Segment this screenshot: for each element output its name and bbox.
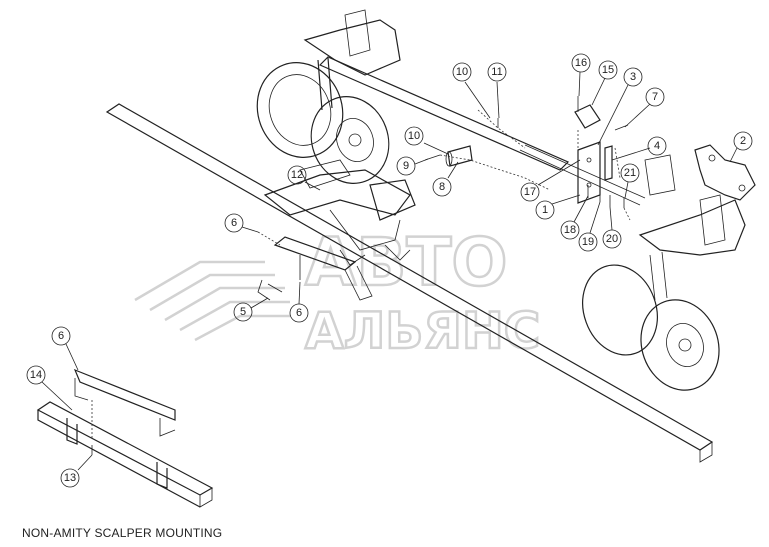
inset-non-amity-mounting [36,368,214,508]
svg-text:1: 1 [542,204,548,216]
watermark-logo: АВТО АЛЬЯНС [134,223,542,361]
part-4-bar [604,145,613,181]
rear-cross-tube [318,56,646,206]
callout-1: 1 [535,194,581,220]
main-toolbar-tube [105,103,714,463]
callout-12: 12 [287,165,321,191]
part-15-clamp [574,96,601,129]
svg-text:10: 10 [456,66,468,78]
svg-text:8: 8 [439,181,445,193]
callout-7: 7 [624,87,665,128]
tire-left-rear [256,62,344,158]
svg-text:2: 2 [740,135,746,147]
wheel-assembly-right [582,154,746,391]
tire-right-rear [582,264,658,356]
svg-text:4: 4 [654,140,660,152]
wheel-bracket-left [303,19,401,76]
callouts: 10 11 16 15 3 7 2 [26,53,753,488]
callout-6-inset: 6 [51,326,79,371]
svg-text:5: 5 [240,306,246,318]
callout-14: 14 [26,365,73,411]
svg-text:20: 20 [606,233,618,245]
callout-9: 9 [396,156,429,176]
svg-text:6: 6 [58,330,64,342]
svg-text:9: 9 [403,160,409,172]
callout-8: 8 [432,161,459,197]
part-2-plate [694,144,756,201]
part-8-pin [445,145,473,167]
assembly-guide-lines [257,109,631,246]
wheel-bracket-right [638,199,746,256]
svg-text:7: 7 [652,91,658,103]
tire-left-front [310,96,390,184]
callout-6-upper: 6 [224,213,259,233]
svg-text:13: 13 [64,472,76,484]
callout-17: 17 [520,159,581,202]
callout-5: 5 [233,297,269,322]
callout-18: 18 [560,195,589,240]
svg-text:6: 6 [231,217,237,229]
scalper-mount-bracket [257,236,373,301]
callout-19: 19 [578,201,601,252]
inset-bracket [73,368,176,421]
inset-clamp-right [156,462,168,489]
watermark-line1: АВТО [305,224,508,301]
callout-15: 15 [591,60,618,106]
callout-10-mid: 10 [404,126,449,155]
tire-right-front [640,299,720,391]
svg-text:3: 3 [630,71,636,83]
callout-11: 11 [487,62,507,119]
svg-text:6: 6 [296,307,302,319]
part-17-plate [577,141,601,204]
svg-text:10: 10 [408,130,420,142]
svg-text:15: 15 [602,64,614,76]
svg-text:12: 12 [291,169,303,181]
svg-text:16: 16 [575,57,587,69]
watermark-emblem [134,260,290,342]
center-clamp-block [369,179,416,221]
inset-clamp-left [66,418,78,445]
callout-6-lower: 6 [289,281,309,323]
callout-2: 2 [729,131,753,163]
wheel-assembly-left [256,9,401,184]
callout-10-top: 10 [452,62,491,119]
svg-text:19: 19 [582,236,594,248]
svg-text:21: 21 [624,167,636,179]
svg-text:18: 18 [564,224,576,236]
svg-text:11: 11 [491,66,502,78]
svg-text:14: 14 [30,369,42,381]
callout-4: 4 [611,136,667,161]
inset-caption: NON-AMITY SCALPER MOUNTING [22,526,223,540]
callout-16: 16 [571,53,591,97]
callout-20: 20 [602,206,622,249]
callout-3: 3 [597,67,643,146]
wheel-hub-right [666,323,704,367]
callout-21: 21 [620,163,640,199]
center-linkage-assembly [263,159,416,266]
watermark-line2: АЛЬЯНС [305,302,540,360]
svg-text:17: 17 [524,186,536,198]
callout-13: 13 [60,454,93,488]
wheel-hub-left [336,118,374,162]
